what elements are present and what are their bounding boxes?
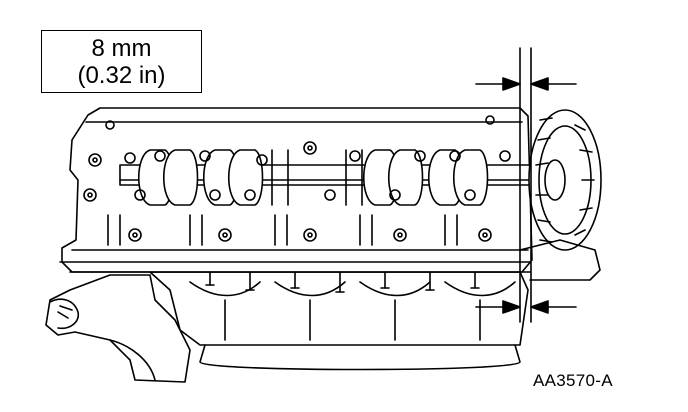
measurement-imperial: (0.32 in) — [77, 61, 166, 89]
valve-springs — [107, 214, 458, 246]
exhaust-manifold — [149, 271, 529, 371]
cylinder-head-body — [59, 107, 533, 273]
cam-lobes — [138, 149, 489, 206]
bolts — [83, 115, 511, 242]
manifold-studs — [205, 271, 480, 293]
exhaust-outlet — [45, 274, 191, 383]
measurement-callout: 8 mm (0.32 in) — [41, 30, 202, 93]
measurement-reference-lines — [519, 47, 532, 323]
figure-id: AA3570-A — [533, 371, 613, 390]
cam-sprocket — [528, 109, 602, 251]
measurement-metric: 8 mm — [91, 34, 152, 62]
dimension-arrow-bottom — [475, 300, 577, 314]
dimension-arrow-top — [475, 77, 577, 91]
front-cover-flange — [519, 239, 601, 281]
